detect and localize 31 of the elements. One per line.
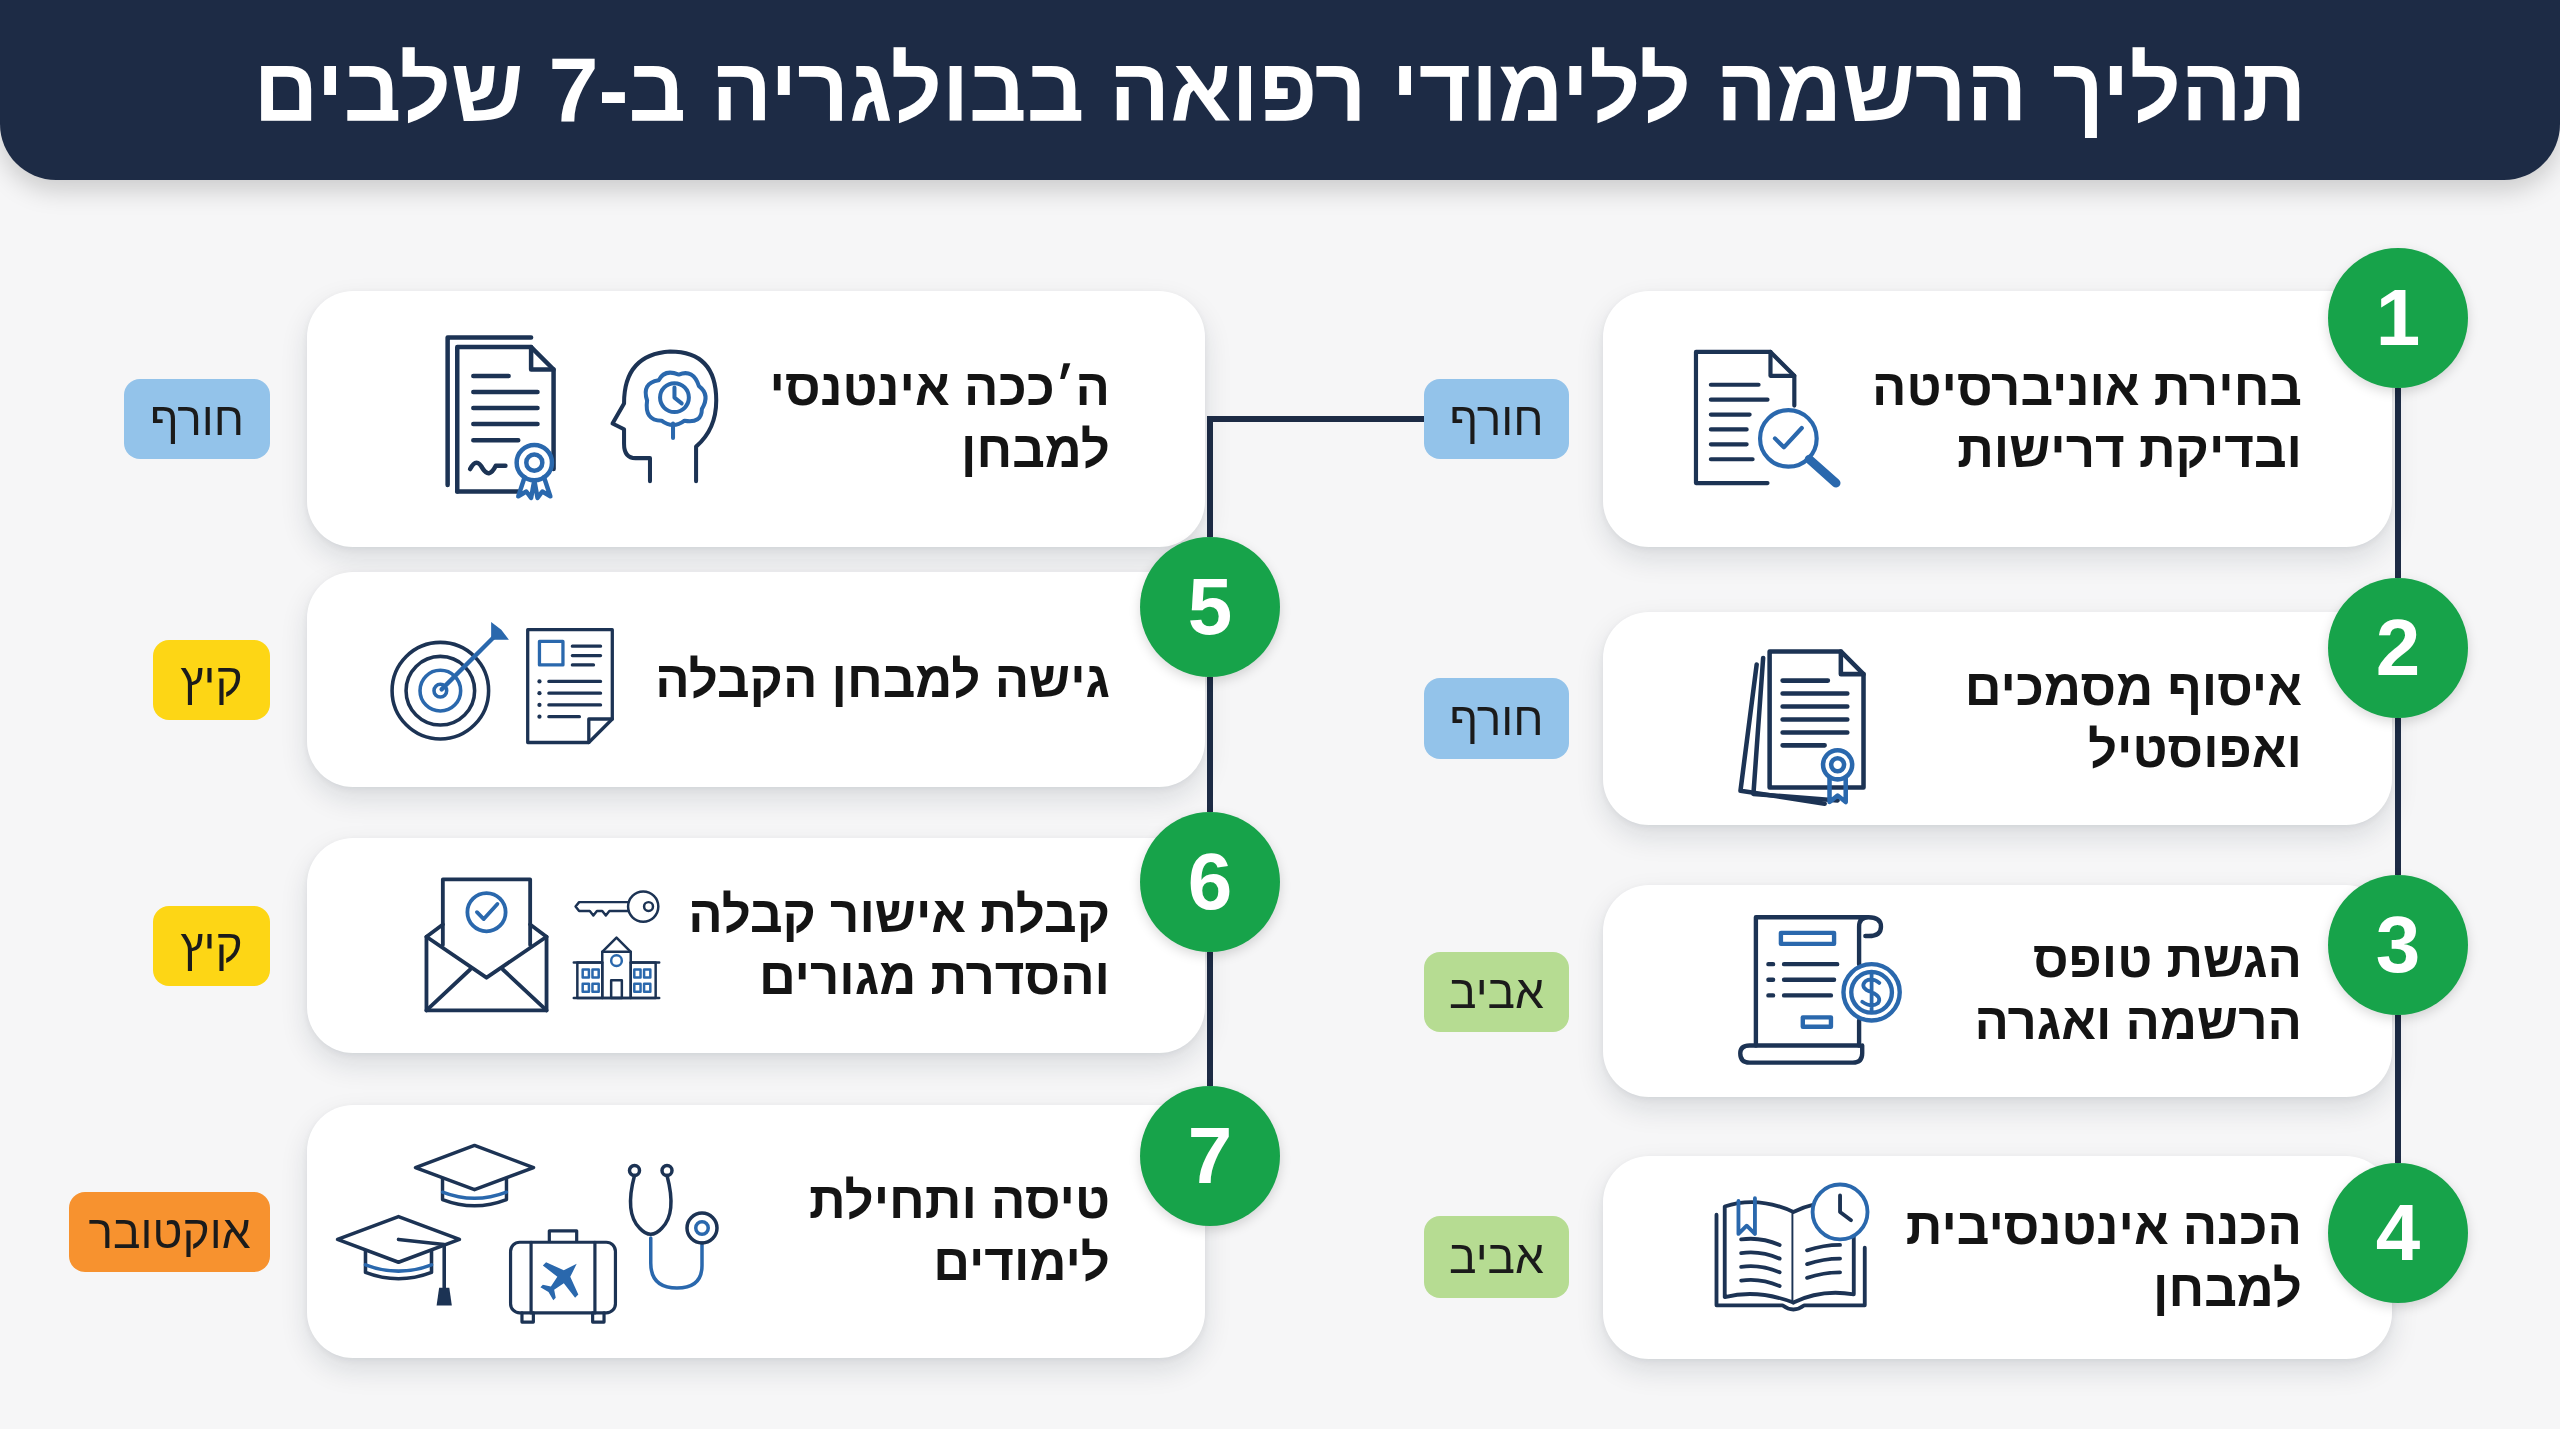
step-title: בחירת אוניברסיטה ובדיקת דרישות (1871, 357, 2302, 480)
season-tag: חורף (1424, 678, 1569, 759)
season-tag: חורף (1424, 379, 1569, 459)
season-tag: חורף (124, 379, 270, 459)
connector-line (2395, 1015, 2401, 1163)
step-number: 2 (2328, 578, 2468, 718)
title: תהליך הרשמה ללימודי רפואה בבולגריה ב-7 שלבים (253, 40, 2307, 140)
season-tag: אביב (1424, 952, 1569, 1032)
step-number: 6 (1140, 812, 1280, 952)
connector-line (2395, 388, 2401, 578)
season-tag: אביב (1424, 1216, 1569, 1298)
step-number: 4 (2328, 1163, 2468, 1303)
connector-line (1207, 952, 1213, 1086)
step-title: הגשת טופס הרשמה ואגרה (1973, 929, 2302, 1052)
step-number: 5 (1140, 537, 1280, 677)
season-tag: אוקטובר (69, 1192, 270, 1272)
step-title: קבלת אישור קבלה והסדרת מגורים (687, 884, 1110, 1007)
season-tag: קיץ (153, 640, 270, 720)
step-title: הכנה אינטנסיבית למבחן (1904, 1196, 2302, 1319)
connector-line (2395, 718, 2401, 875)
step-number: 3 (2328, 875, 2468, 1015)
connector-line (1207, 416, 1424, 537)
step-title: טיסה ותחילת לימודים (807, 1170, 1110, 1293)
step-number: 7 (1140, 1086, 1280, 1226)
step-title: גישה למבחן הקבלה (654, 649, 1110, 710)
season-tag: קיץ (153, 906, 270, 986)
step-card (307, 291, 1205, 547)
step-title: איסוף מסמכים ואפוסטיל (1963, 657, 2302, 780)
connector-line (1207, 677, 1213, 812)
step-number: 1 (2328, 248, 2468, 388)
step-title: ה׳ככה אינטנסי למבחן (768, 357, 1110, 480)
